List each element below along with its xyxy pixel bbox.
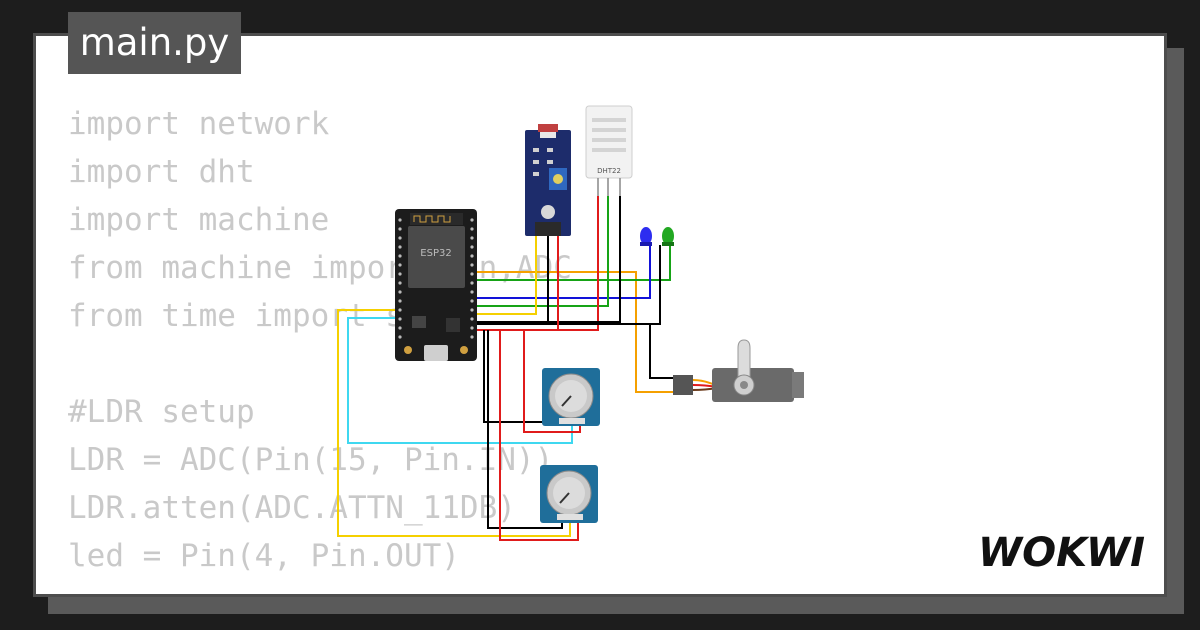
wire-yellow-ldr [475, 236, 537, 315]
esp32-label: ESP32 [420, 248, 451, 259]
wire-black-main [475, 245, 661, 325]
dht-label: DHT22 [597, 167, 621, 175]
svg-text:WOKWI: WOKWI [978, 530, 1145, 574]
file-tab[interactable]: main.py [68, 12, 241, 74]
potentiometer-2 [540, 465, 598, 523]
led-green [662, 227, 674, 246]
potentiometer-1 [542, 368, 600, 426]
dht22-sensor: DHT22 [585, 105, 633, 196]
wire-red-pot1 [523, 330, 581, 433]
wire-green [475, 245, 671, 281]
wire-green-dht [475, 196, 609, 307]
wire-black-pot1 [483, 330, 564, 423]
wire-black-dht [475, 196, 621, 323]
wire-cyan-pot [347, 317, 573, 444]
code-line: import dht [68, 154, 255, 190]
wire-black-servo [649, 324, 675, 379]
wire-orange [475, 271, 675, 393]
wire-red-dht [475, 196, 599, 331]
code-line: #LDR setup [68, 394, 255, 430]
wire-yellow-pot [337, 309, 571, 537]
code-line: import network [68, 106, 330, 142]
wires [337, 196, 675, 541]
code-line: LDR.atten(ADC.ATTN_11DB) [68, 490, 516, 526]
esp32-board: ESP32 [395, 209, 477, 361]
code-line: led = Pin(4, Pin.OUT) [68, 538, 460, 574]
wire-blue [475, 245, 651, 299]
code-line: import machine [68, 202, 330, 238]
code-line: LDR = ADC(Pin(15, Pin.IN)) [68, 442, 554, 478]
wire-red-pot2 [499, 330, 579, 541]
ldr-module [525, 124, 571, 236]
wokwi-logo: WOKWI [978, 530, 1145, 574]
led-blue [640, 227, 652, 246]
servo-motor [673, 339, 804, 402]
